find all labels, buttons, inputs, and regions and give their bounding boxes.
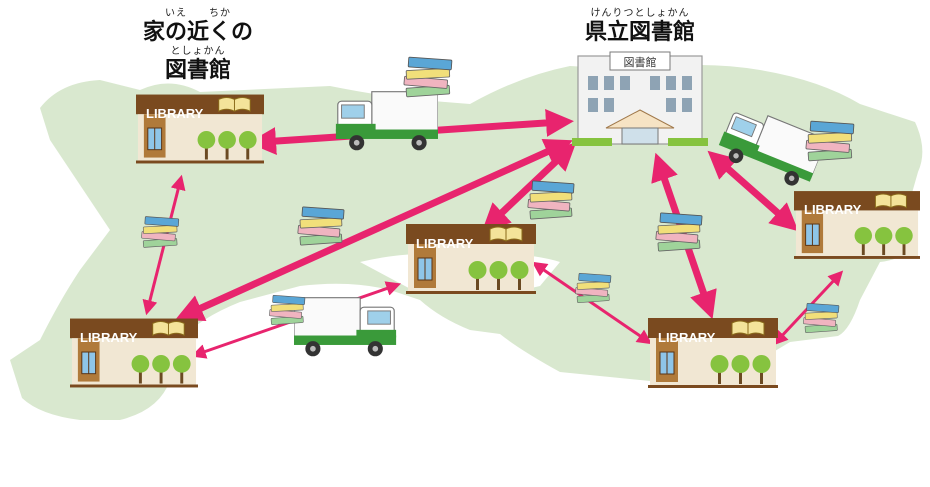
book-stack-icon [297,206,345,246]
library-sign: LIBRARY [146,106,204,121]
library-east: LIBRARY [794,190,920,260]
pref-library-title: けんりつとしょかん 県立図書館 [560,8,720,46]
library-building-icon [648,318,778,388]
library-sign: LIBRARY [416,236,474,251]
arrow-center-south [531,261,653,345]
library-building-icon [70,318,198,388]
library-south: LIBRARY [648,318,778,388]
home-line1-ruby: いえ ちか [165,8,231,19]
arrows [142,108,844,359]
delivery-truck-icon [294,297,397,357]
library-sign: LIBRARY [80,330,138,345]
prefectural-library-icon: 図書館 [572,51,708,146]
home-line2-ruby: としょかん [170,46,226,57]
book-stack-icon [527,180,575,220]
library-center: LIBRARY [406,224,536,294]
library-building-icon [136,94,264,164]
book-stack-icon [655,212,703,252]
library-home: LIBRARY [136,94,264,164]
home-line2: 図書館 [164,58,231,83]
pref-title: 県立図書館 [584,20,695,45]
book-stack-icon [269,294,306,326]
library-west: LIBRARY [70,318,198,388]
library-building-icon [406,224,536,294]
book-stack-icon [575,272,612,304]
book-stack-icon [141,216,180,248]
pref-building-sign: 図書館 [624,55,657,69]
book-stack-icon [803,302,840,334]
pref-ruby: けんりつとしょかん [590,8,690,19]
library-sign: LIBRARY [658,330,716,345]
library-sign: LIBRARY [804,202,862,217]
home-library-title: いえ ちか 家の近くの としょかん 図書館 [118,8,278,84]
home-line1: 家の近くの [142,20,253,45]
book-stack-icon [403,56,453,98]
book-stack-icon [805,120,855,162]
arrow-pref-center [481,142,577,232]
arrow-pref-east [707,150,799,232]
